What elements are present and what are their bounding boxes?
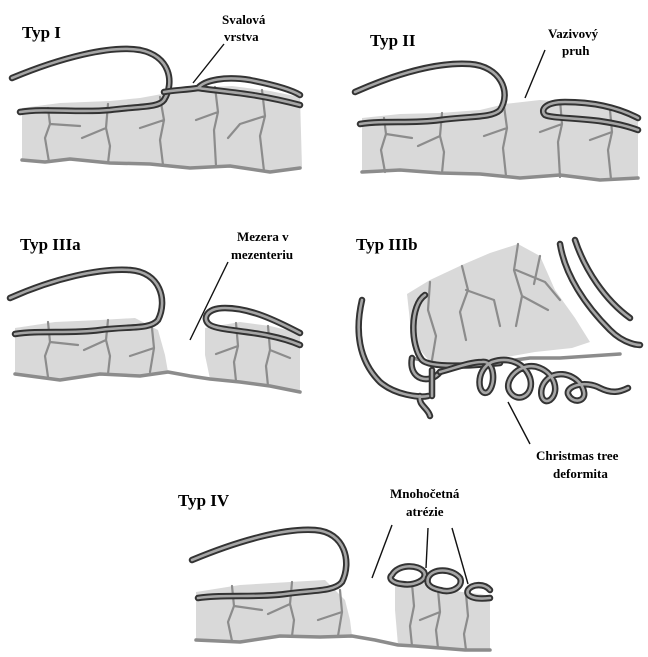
label-christmas-tree-line1: Christmas tree xyxy=(536,448,619,463)
label-mnohocetna-atrezie-line2: atrézie xyxy=(406,504,444,519)
panel-title-typ-3a: Typ IIIa xyxy=(20,235,81,254)
panel-typ-4: Typ IV Mnohočetná atrézie xyxy=(178,486,490,650)
leader-line-typ-4-a xyxy=(372,525,392,578)
panel-typ-2: Typ II Vazivový pruh xyxy=(355,26,638,180)
panel-typ-1: Typ I Svalová vrstva xyxy=(12,12,302,172)
leader-line-typ-4-b xyxy=(426,528,428,568)
label-svalova-vrstva-line2: vrstva xyxy=(224,29,259,44)
leader-line-typ-3b xyxy=(508,402,530,444)
label-christmas-tree-line2: deformita xyxy=(553,466,608,481)
panel-title-typ-2: Typ II xyxy=(370,31,416,50)
panel-title-typ-4: Typ IV xyxy=(178,491,230,510)
label-vazivovy-pruh-line1: Vazivový xyxy=(548,26,599,41)
leader-line-typ-2 xyxy=(525,50,545,98)
label-mezera-line2: mezenteriu xyxy=(231,247,293,262)
label-svalova-vrstva-line1: Svalová xyxy=(222,12,266,27)
panel-title-typ-1: Typ I xyxy=(22,23,61,42)
panel-typ-3a: Typ IIIa Mezera v mezenteriu xyxy=(10,229,300,392)
panel-title-typ-3b: Typ IIIb xyxy=(356,235,418,254)
label-vazivovy-pruh-line2: pruh xyxy=(562,43,590,58)
panel-typ-3b: Typ IIIb Christmas tree deformita xyxy=(356,235,640,481)
label-mezera-line1: Mezera v xyxy=(237,229,289,244)
label-mnohocetna-atrezie-line1: Mnohočetná xyxy=(390,486,460,501)
